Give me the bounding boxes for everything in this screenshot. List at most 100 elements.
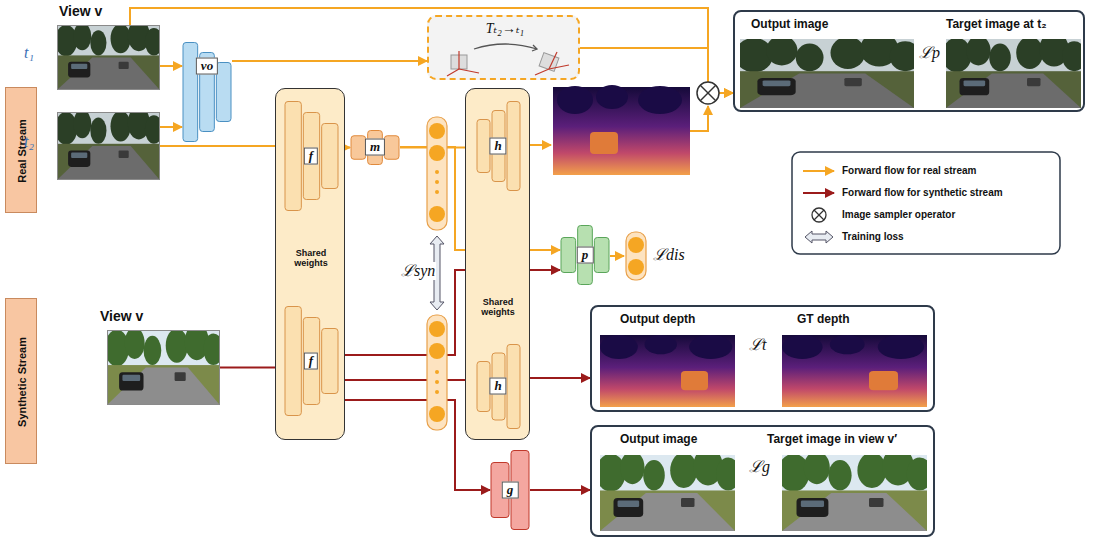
drawing-ellipse [830, 335, 865, 354]
loss-label: ℒdis [652, 246, 686, 264]
stream-band: Synthetic Stream [5, 298, 37, 464]
loss-label: ℒt [748, 336, 767, 354]
drawing-rect [797, 498, 829, 517]
drawing-rect [58, 144, 159, 179]
drawing-rect [618, 501, 640, 507]
drawing-rect [1027, 78, 1041, 86]
drawing-rect [122, 375, 140, 381]
drawing-ellipse [111, 113, 131, 142]
drawing-rect [427, 117, 447, 230]
drawing-line [459, 69, 479, 73]
drawing-rect [946, 71, 1081, 108]
drawing-ellipse [620, 455, 644, 484]
drawing-ellipse [643, 460, 665, 490]
drawing-rect [782, 490, 927, 531]
drawing-svg [782, 455, 927, 531]
drawing-rect [427, 315, 447, 430]
drawing-ellipse [989, 44, 1011, 72]
drawing-rect [740, 71, 914, 108]
drawing-svg [600, 455, 735, 531]
flow-arrow [530, 489, 590, 491]
drawing-circle [429, 123, 445, 139]
network-block: h [476, 344, 521, 429]
drawing-rect [477, 120, 490, 173]
drawing-ellipse [890, 41, 914, 71]
drawing-ellipse [90, 30, 106, 55]
drawing-svg [58, 26, 159, 89]
node-text: Output depth [620, 313, 695, 327]
drawing-circle [435, 390, 439, 394]
node-text: m [365, 139, 385, 156]
drawing-rect [285, 102, 301, 211]
flow-arrow [521, 377, 590, 379]
drawing-rect [119, 62, 129, 69]
drawing-line [803, 170, 834, 172]
drawing-rect [58, 55, 159, 89]
flow-arrow [160, 65, 182, 67]
flow-arrow [339, 379, 476, 381]
drawing-rect [594, 238, 609, 273]
drawing-rect [590, 132, 618, 154]
drawing-rect [792, 152, 1060, 254]
drawing-circle [435, 180, 439, 184]
node-text: h [489, 378, 506, 395]
loss-label: ℒsyn [400, 262, 436, 280]
drawing-ellipse [1062, 41, 1081, 71]
drawing-rect [108, 365, 219, 404]
drawing-line [814, 210, 824, 220]
drawing-path [532, 45, 537, 51]
node-text: p [577, 247, 594, 264]
network-block: m [350, 130, 400, 165]
drawing-ellipse [1016, 39, 1043, 69]
drawing-rect [600, 490, 735, 531]
node-text: GT depth [797, 313, 850, 327]
drawing-ellipse [73, 26, 91, 50]
drawing-line [814, 210, 824, 220]
flow-arrow [160, 126, 182, 128]
drawing-circle [628, 259, 644, 275]
drawing-ellipse [596, 85, 628, 109]
drawing-rect [681, 498, 695, 507]
drawing-ellipse [670, 455, 697, 488]
drawing-svg [782, 335, 927, 407]
drawing-rect [384, 136, 399, 160]
drawing-ellipse [830, 39, 865, 69]
drawing-ellipse [796, 44, 824, 72]
drawing-rect [507, 345, 520, 429]
drawing-ellipse [689, 335, 732, 359]
legend-text: Forward flow for real stream [842, 165, 976, 177]
drawing-polygon [805, 231, 833, 243]
drawing-ellipse [145, 115, 159, 144]
node-text: t₂ [24, 133, 34, 151]
node-text: Output image [620, 433, 697, 447]
drawing-ellipse [638, 86, 682, 114]
network-block: p [560, 225, 610, 285]
drawing-ellipse [111, 26, 131, 53]
drawing-circle [812, 208, 826, 222]
drawing-polygon [58, 58, 159, 90]
drawing-line [610, 255, 624, 257]
drawing-polygon [946, 74, 1081, 109]
drawing-line [700, 85, 716, 101]
drawing-rect [351, 136, 366, 160]
drawing-rect [626, 232, 646, 280]
drawing-rect [844, 78, 861, 86]
flow-arrow [232, 60, 427, 62]
node-text: Target image in view v′ [767, 433, 897, 447]
drawing-line [535, 69, 549, 75]
node-text: f [304, 353, 318, 370]
node-text: View v [59, 3, 102, 19]
drawing-polygon [58, 146, 159, 179]
drawing-svg [600, 335, 735, 407]
drawing-line [549, 65, 569, 69]
image-frame: View vt₁ [57, 25, 160, 90]
node-text: h [489, 138, 506, 155]
drawing-line [700, 85, 716, 101]
drawing-svg [108, 331, 219, 404]
node-text: Target image at t₂ [946, 18, 1046, 32]
drawing-ellipse [645, 335, 677, 354]
drawing-rect [561, 238, 576, 273]
drawing-ellipse [166, 331, 188, 363]
drawing-rect [119, 150, 129, 158]
node-text: Synthetic Stream [16, 337, 29, 427]
